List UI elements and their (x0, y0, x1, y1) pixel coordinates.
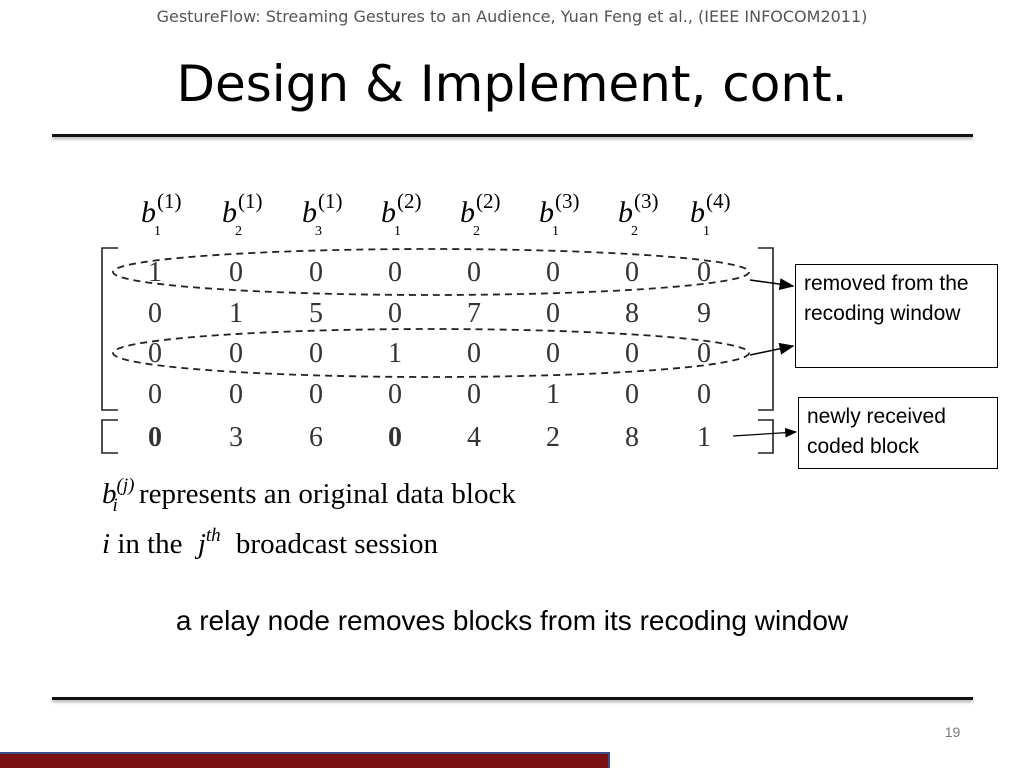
dashed-ellipse-row3 (112, 328, 750, 378)
legend-sup-th: th (205, 525, 221, 546)
page-number: 19 (944, 724, 961, 740)
column-header-base: b (302, 196, 317, 229)
matrix-cell: 0 (546, 298, 560, 329)
matrix-cells: 1 0 0 0 0 0 0 0 0 1 5 0 7 0 8 9 0 0 0 1 0 0 0 0 0 0 0 0 0 1 0 0 0 3 6 0 4 2 8 1 (148, 257, 711, 453)
column-header-session: (2) (476, 189, 501, 213)
legend-text-2: broadcast session (235, 528, 439, 560)
matrix-cell: 9 (697, 298, 711, 329)
matrix-cell: 2 (546, 422, 560, 453)
matrix-cell: 0 (229, 379, 243, 410)
column-header-base: b (381, 196, 396, 229)
matrix-cell: 1 (546, 379, 560, 410)
column-header-index: 2 (473, 224, 480, 239)
callout-removed: removed from the recoding window (795, 264, 998, 368)
matrix-cell: 5 (309, 298, 323, 329)
matrix-cell: 7 (467, 298, 481, 329)
matrix-cell: 0 (467, 379, 481, 410)
legend-var-b: b (102, 478, 117, 510)
matrix-cell: 0 (697, 338, 711, 369)
column-header-index: 2 (235, 224, 242, 239)
right-bracket-lower (758, 419, 774, 454)
column-header-base: b (618, 196, 633, 229)
matrix-cell: 0 (388, 379, 402, 410)
matrix-cell: 3 (229, 422, 243, 453)
matrix-cell: 0 (388, 257, 402, 288)
matrix-cell: 1 (388, 338, 402, 369)
matrix-cell: 0 (229, 338, 243, 369)
matrix-cell: 0 (546, 257, 560, 288)
legend-var-j: j (197, 528, 206, 560)
column-headers: b(1)1b(1)2b(1)3b(2)1b(2)2b(3)1b(3)2b(4)1 (141, 189, 731, 239)
column-header-session: (2) (397, 189, 422, 213)
column-header-index: 1 (394, 224, 401, 239)
column-header-session: (3) (555, 189, 580, 213)
column-header-base: b (141, 196, 156, 229)
column-header-index: 1 (703, 224, 710, 239)
legend-in-the: in the (117, 528, 183, 560)
dashed-ellipse-row1 (112, 248, 750, 296)
column-header-base: b (222, 196, 237, 229)
column-header-base: b (690, 196, 705, 229)
arrow-row3-callout (749, 342, 795, 356)
bottom-rule (52, 697, 973, 700)
matrix-cell: 0 (309, 257, 323, 288)
column-header-session: (1) (318, 189, 343, 213)
column-header-session: (1) (157, 189, 182, 213)
matrix-cell: 0 (148, 338, 162, 369)
matrix-cell: 1 (229, 298, 243, 329)
matrix-cell: 8 (625, 422, 639, 453)
matrix-cell: 0 (625, 338, 639, 369)
matrix-cell: 1 (148, 257, 162, 288)
left-bracket-upper (101, 247, 118, 411)
matrix-cell: 0 (625, 379, 639, 410)
legend-sub-i: i (112, 495, 118, 516)
matrix-cell: 6 (309, 422, 323, 453)
legend-var-i: i (102, 528, 111, 560)
matrix-cell: 0 (309, 379, 323, 410)
column-header-session: (3) (634, 189, 659, 213)
column-header-session: (4) (706, 189, 731, 213)
left-bracket-lower (101, 419, 118, 454)
column-header-index: 1 (552, 224, 559, 239)
legend-sup-j: (j) (116, 475, 135, 496)
column-header-index: 2 (631, 224, 638, 239)
matrix-cell: 1 (697, 422, 711, 453)
slide-title: Design & Implement, cont. (176, 55, 848, 113)
arrow-new-block-callout (732, 427, 798, 438)
arrow-row1-callout (749, 278, 795, 291)
matrix-cell: 0 (388, 422, 402, 453)
column-header-base: b (460, 196, 475, 229)
matrix-cell: 4 (467, 422, 481, 453)
matrix-cell: 0 (148, 379, 162, 410)
matrix-cell: 0 (148, 422, 162, 453)
footer-bar (0, 752, 610, 768)
matrix-cell: 0 (148, 298, 162, 329)
callout-new-block: newly received coded block (798, 397, 998, 469)
column-header-session: (1) (238, 189, 263, 213)
matrix-cell: 0 (467, 257, 481, 288)
matrix-cell: 0 (697, 257, 711, 288)
matrix-cell: 0 (546, 338, 560, 369)
legend-text-1: represents an original data block (138, 478, 516, 510)
citation-header: GestureFlow: Streaming Gestures to an Au… (156, 7, 868, 26)
matrix-cell: 8 (625, 298, 639, 329)
column-header-index: 1 (154, 224, 161, 239)
matrix-cell: 0 (229, 257, 243, 288)
legend-line-1: b(j)i represents an original data block (102, 475, 516, 516)
top-rule (52, 134, 973, 137)
legend-line-2: i in the jth broadcast session (102, 525, 439, 561)
slide-caption: a relay node removes blocks from its rec… (175, 605, 849, 636)
matrix-cell: 0 (697, 379, 711, 410)
matrix-cell: 0 (388, 298, 402, 329)
matrix-cell: 0 (467, 338, 481, 369)
column-header-base: b (539, 196, 554, 229)
matrix-cell: 0 (625, 257, 639, 288)
right-bracket-upper (758, 247, 774, 411)
matrix-cell: 0 (309, 338, 323, 369)
column-header-index: 3 (315, 224, 322, 239)
